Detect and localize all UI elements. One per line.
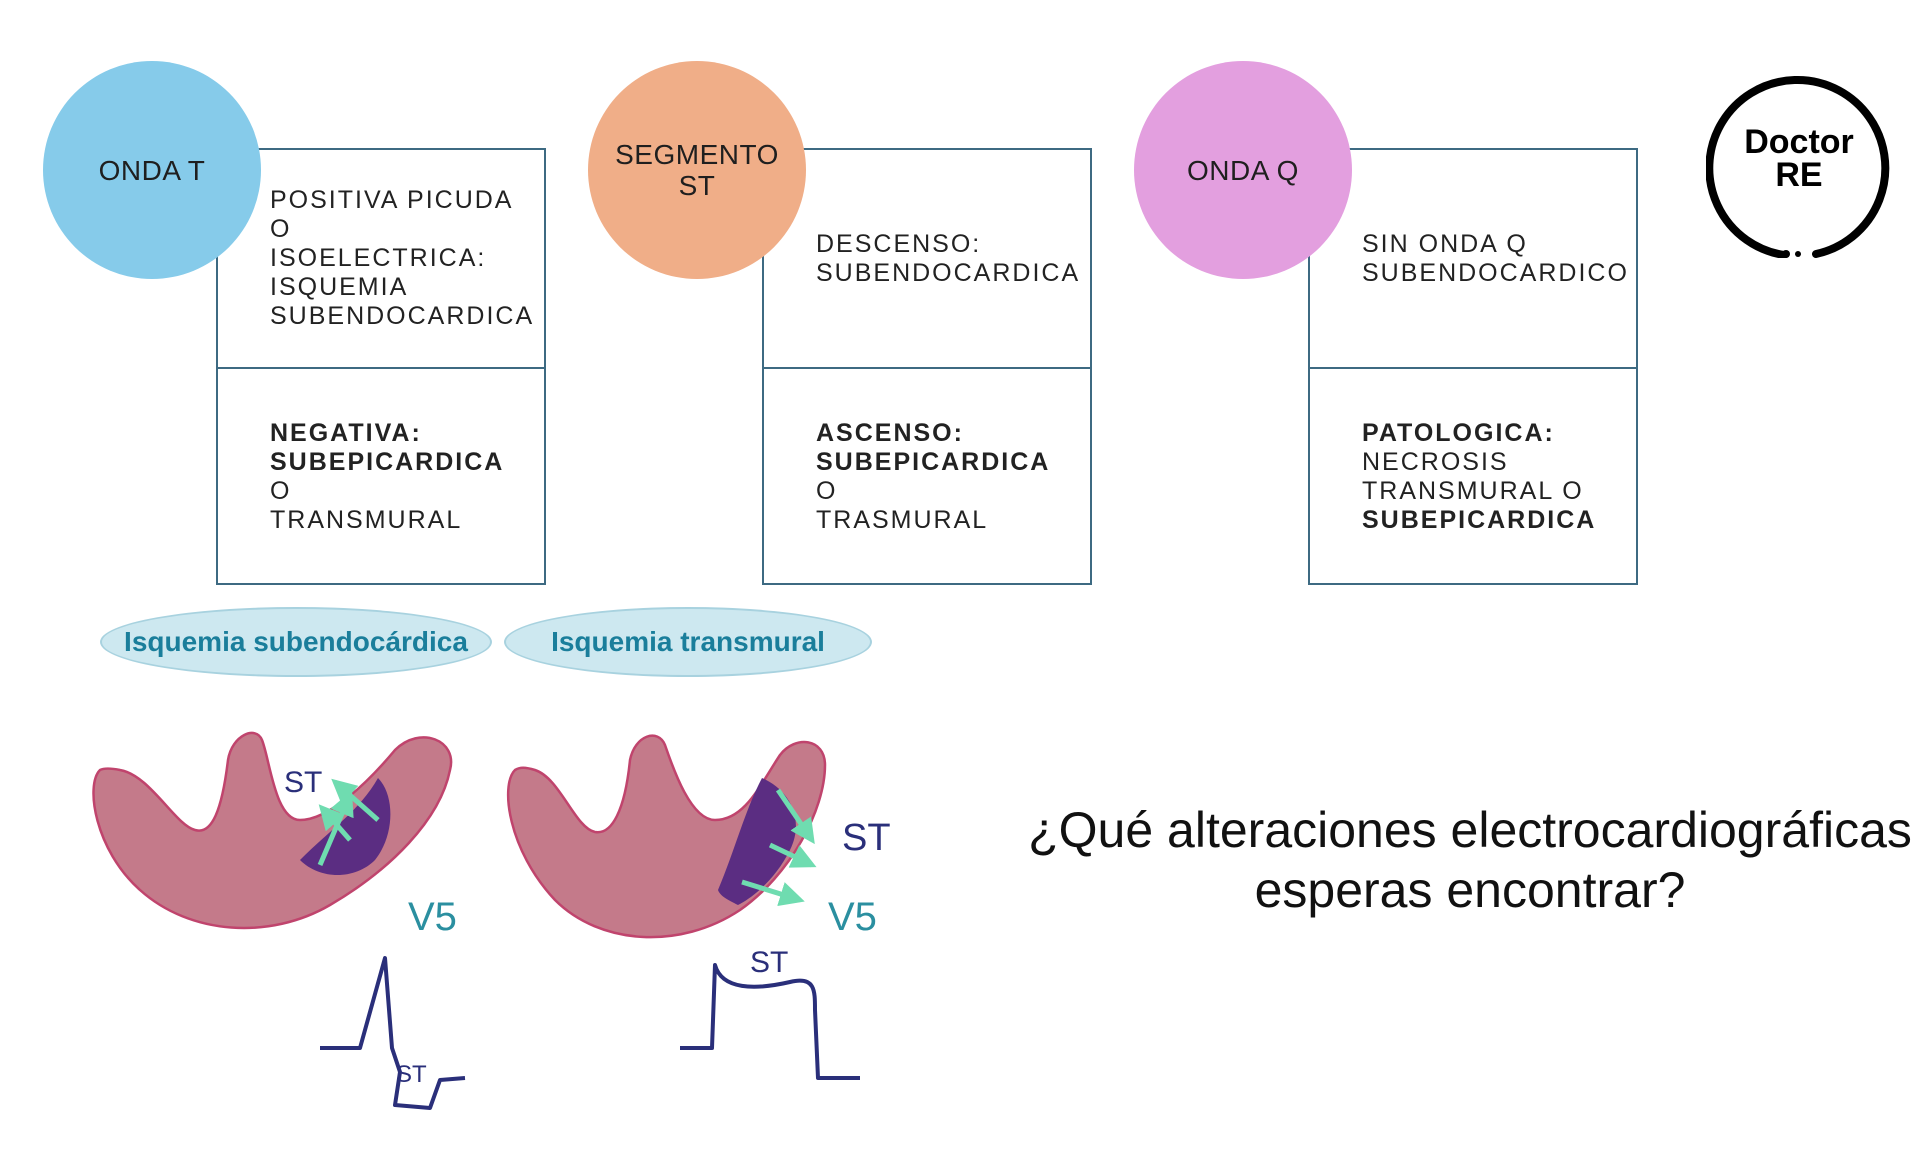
column-2-top-cell: DESCENSO:SUBENDOCARDICA xyxy=(764,150,1090,367)
column-2-top-text: DESCENSO:SUBENDOCARDICA xyxy=(816,230,1080,288)
text-line: SIN ONDA Q xyxy=(1362,230,1629,259)
pill-subendocardial-label: Isquemia subendocárdica xyxy=(124,626,468,657)
logo-ring-icon xyxy=(1705,76,1890,259)
text-line: TRASMURAL xyxy=(816,506,1050,535)
right-ecg-trace xyxy=(680,963,860,1080)
text: SUBENDOCARDICA xyxy=(816,258,1081,287)
text-line: SUBENDOCARDICO xyxy=(1362,259,1629,288)
left-ecg-st-label: ST xyxy=(396,1061,427,1088)
text-line: NECROSIS xyxy=(1362,448,1596,477)
text: ISQUEMIA xyxy=(270,273,409,301)
text: SUBENDOCARDICO xyxy=(1362,258,1629,287)
left-heart xyxy=(92,731,453,930)
column-3-circle-label: ONDA Q xyxy=(1187,155,1299,186)
left-st-label: ST xyxy=(284,766,322,799)
logo-line-1: Doctor xyxy=(1744,123,1854,161)
question-line-1: ¿Qué alteraciones electrocardiográficas xyxy=(1028,802,1912,858)
text-line: SUBENDOCARDICA xyxy=(270,302,534,331)
pill-subendocardial: Isquemia subendocárdica xyxy=(100,607,492,677)
ischemia-illustrations: ST V5 ST ST V5 ST xyxy=(92,731,891,1110)
pill-transmural-label: Isquemia transmural xyxy=(551,626,825,657)
text: TRASMURAL xyxy=(816,505,989,534)
right-st-label: ST xyxy=(842,817,891,859)
text-line: TRANSMURAL O xyxy=(1362,477,1596,506)
bold-text: SUBEPICARDICA xyxy=(1362,505,1597,534)
text-line: NEGATIVA: xyxy=(270,419,504,448)
bold-text: PATOLOGICA: xyxy=(1362,418,1555,447)
pill-transmural: Isquemia transmural xyxy=(504,607,872,677)
circle-label-line: SEGMENTO xyxy=(615,139,779,170)
right-ecg-st-label: ST xyxy=(750,946,788,979)
text-line: PATOLOGICA: xyxy=(1362,419,1596,448)
logo-text: Doctor RE xyxy=(1706,123,1892,194)
question-text: ¿Qué alteraciones electrocardiográficas … xyxy=(1020,800,1920,920)
bold-text: SUBEPICARDICA xyxy=(816,447,1051,476)
text: O xyxy=(816,476,838,505)
text-line: ISOELECTRICA: xyxy=(270,244,534,273)
bold-text: NEGATIVA: xyxy=(270,418,422,447)
right-v5-label: V5 xyxy=(828,895,877,939)
column-1-circle-label: ONDA T xyxy=(99,155,206,186)
circle-label-line: ONDA Q xyxy=(1187,154,1299,186)
text-line: ASCENSO: xyxy=(816,419,1050,448)
question-line-2: esperas encontrar? xyxy=(1254,862,1686,918)
text: ISOELECTRICA: xyxy=(270,244,487,272)
column-3-circle: ONDA Q xyxy=(1134,61,1352,279)
text: NECROSIS xyxy=(1362,447,1509,476)
text-line: POSITIVA PICUDA O xyxy=(270,186,534,244)
left-v5-label: V5 xyxy=(408,895,457,939)
circle-label-line: ST xyxy=(678,170,716,201)
bold-text: SUBEPICARDICA xyxy=(270,447,505,476)
bold-text: ASCENSO: xyxy=(816,418,964,447)
text-line: ISQUEMIA xyxy=(270,273,534,302)
column-1-circle: ONDA T xyxy=(43,61,261,279)
text: POSITIVA PICUDA O xyxy=(270,186,513,243)
text-line: SUBEPICARDICA O xyxy=(270,448,504,506)
text: SIN ONDA Q xyxy=(1362,229,1528,258)
text: TRANSMURAL xyxy=(270,505,463,534)
text-line: DESCENSO: xyxy=(816,230,1080,259)
text: O xyxy=(270,476,292,505)
text: TRANSMURAL O xyxy=(1362,476,1584,505)
text-line: SUBEPICARDICA O xyxy=(816,448,1050,506)
logo-line-2: RE xyxy=(1775,156,1823,194)
text-line: TRANSMURAL xyxy=(270,506,504,535)
column-2-box: DESCENSO:SUBENDOCARDICA ASCENSO:SUBEPICA… xyxy=(762,148,1092,585)
right-heart xyxy=(506,734,827,939)
text-line: SUBENDOCARDICA xyxy=(816,259,1080,288)
circle-label-line: ONDA T xyxy=(98,154,206,186)
text-line: SUBEPICARDICA xyxy=(1362,506,1596,535)
text: SUBENDOCARDICA xyxy=(270,302,535,330)
left-ecg-trace xyxy=(320,956,466,1110)
text: DESCENSO: xyxy=(816,229,982,258)
doctor-re-logo: Doctor RE xyxy=(1705,72,1892,259)
